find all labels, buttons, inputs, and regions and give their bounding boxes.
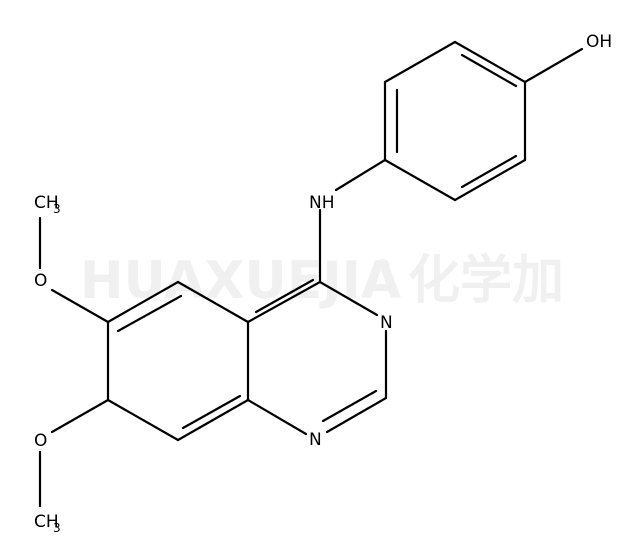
amine-nh-label: NH — [309, 193, 335, 213]
c5-c6-inner-bond — [116, 294, 183, 333]
c5-c6-bond — [106, 280, 180, 324]
c2-n1-inner-bond — [321, 389, 378, 423]
hydroxyl-label: OH — [586, 32, 612, 52]
methyl-bottom-label: CH — [34, 512, 59, 532]
nh-phenyl-bond — [334, 158, 387, 192]
methoxy-groups — [38, 216, 110, 508]
c7-c8-bond — [106, 398, 180, 442]
phenol-bond-1 — [383, 40, 457, 84]
ring-nitrogen-n1-label: N — [309, 430, 322, 450]
c7-o-bond — [50, 398, 110, 434]
watermark-cjk: 化学加 — [408, 251, 564, 311]
phenol-bond-4 — [453, 158, 527, 202]
c8-c8a-bond — [176, 398, 250, 442]
c4-n3-bond — [318, 280, 379, 317]
atom-labels: OH NH N N O O CH 3 CH 3 — [34, 32, 612, 535]
methyl-top-label: CH — [34, 193, 59, 213]
watermark: HUAXUEJIA ® 化学加 — [80, 251, 564, 311]
amine-linker — [318, 158, 387, 284]
methoxy-oxygen-bottom-label: O — [34, 431, 47, 451]
n1-c8a-bond — [246, 398, 308, 436]
c4a-c5-bond — [176, 280, 250, 324]
phenol-bond-2 — [453, 40, 527, 84]
methoxy-oxygen-top-label: O — [34, 271, 47, 291]
c8-c8a-inner-bond — [181, 394, 242, 430]
phenol-inner-bond-2 — [460, 53, 518, 88]
c4a-c4-inner-bond — [254, 278, 315, 314]
c2-n1-bond — [325, 396, 388, 434]
ring-nitrogen-n3-label: N — [380, 313, 393, 333]
hydroxyl-bond — [523, 47, 584, 84]
watermark-registered-mark: ® — [374, 256, 392, 277]
c6-o-bond — [50, 288, 110, 324]
quinazoline-core — [106, 278, 388, 442]
methyl-bottom-subscript: 3 — [53, 521, 61, 535]
methyl-top-subscript: 3 — [53, 202, 61, 216]
phenol-bond-5 — [383, 158, 457, 202]
phenol-inner-bond-4 — [460, 154, 518, 189]
watermark-latin: HUAXUEJIA — [80, 251, 401, 311]
phenol-ring — [383, 40, 584, 202]
c4a-c4-bond — [246, 280, 322, 324]
